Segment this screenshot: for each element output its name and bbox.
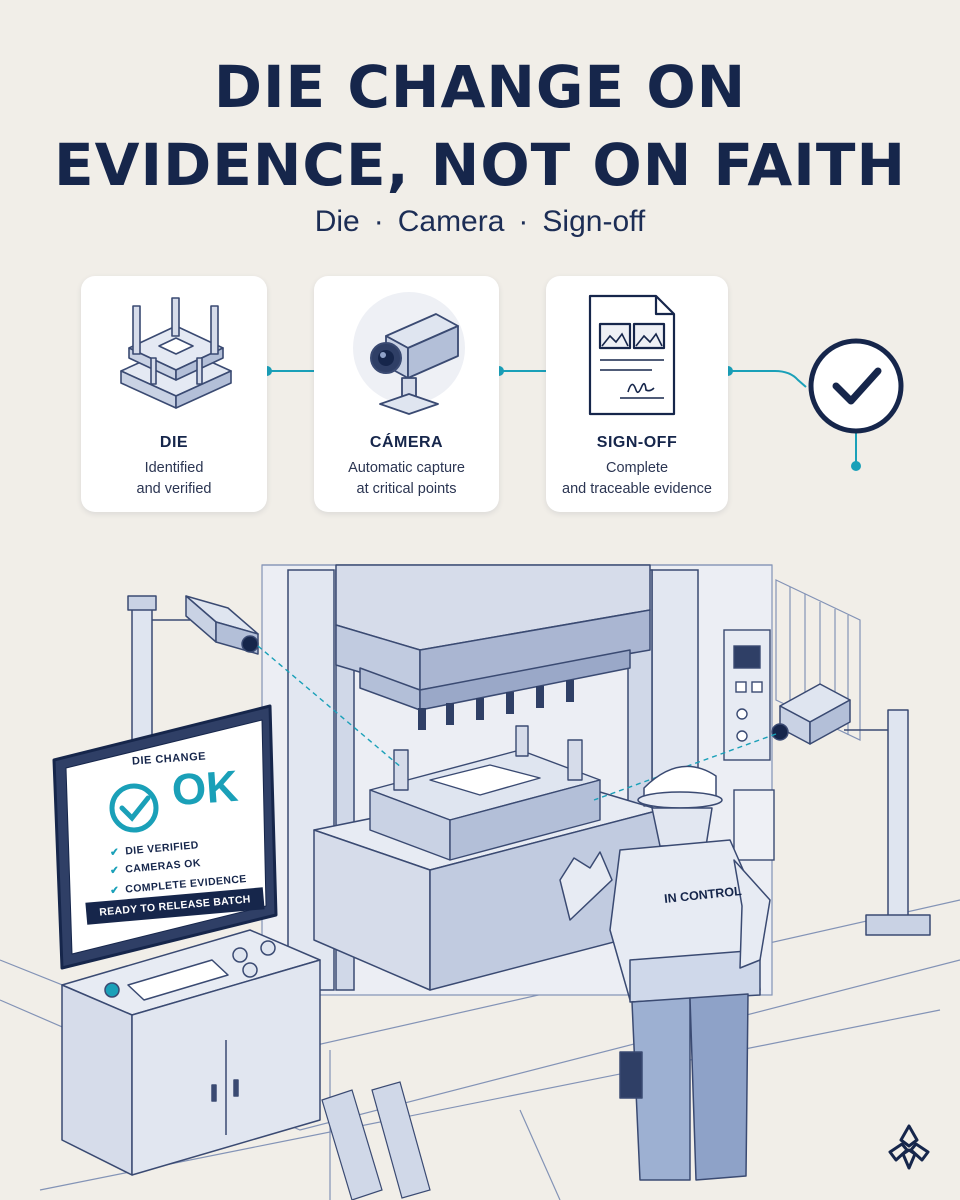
card-title-die: DIE (159, 434, 189, 451)
card-signoff: SIGN-OFF Complete and traceable evidence (546, 276, 728, 512)
subtitle-signoff: Sign-off (542, 205, 646, 238)
check-icon: ✔ (109, 864, 120, 877)
card-desc-line: at critical points (356, 481, 457, 497)
card-die: DIE Identified and verified (81, 276, 267, 512)
card-desc-camera: Automatic capture at critical points (324, 458, 489, 500)
check-icon: ✔ (109, 884, 120, 897)
card-desc-signoff: Complete and traceable evidence (556, 458, 718, 500)
card-desc-line: and traceable evidence (562, 481, 712, 497)
title-line-2: EVIDENCE, NOT ON FAITH (54, 131, 906, 199)
card-camera: CÁMERA Automatic capture at critical poi… (314, 276, 499, 512)
card-title-camera: CÁMERA (369, 434, 444, 451)
die-mold-icon (120, 297, 232, 409)
factory-scene-illustration (0, 564, 960, 1200)
check-icon: ✔ (109, 846, 120, 859)
subtitle: Die · Camera · Sign-off (0, 205, 960, 239)
card-desc-die: Identified and verified (91, 458, 257, 500)
monitor-status-ok: OK (170, 761, 240, 816)
subtitle-separator: · (518, 205, 529, 238)
document-signature-icon (588, 294, 676, 416)
subtitle-separator: · (373, 205, 384, 238)
flower-logo-icon (888, 1124, 930, 1170)
card-desc-line: Complete (605, 460, 669, 476)
card-desc-line: Automatic capture (348, 460, 465, 476)
card-desc-line: and verified (136, 481, 212, 497)
page-title: DIE CHANGE ON EVIDENCE, NOT ON FAITH (0, 48, 960, 204)
card-title-signoff: SIGN-OFF (596, 434, 678, 451)
title-line-1: DIE CHANGE ON (213, 53, 747, 121)
card-desc-line: Identified (144, 460, 204, 476)
subtitle-camera: Camera (397, 205, 505, 238)
camera-icon (353, 292, 465, 415)
checkmark-circle-icon (808, 338, 904, 434)
subtitle-die: Die (314, 205, 360, 238)
